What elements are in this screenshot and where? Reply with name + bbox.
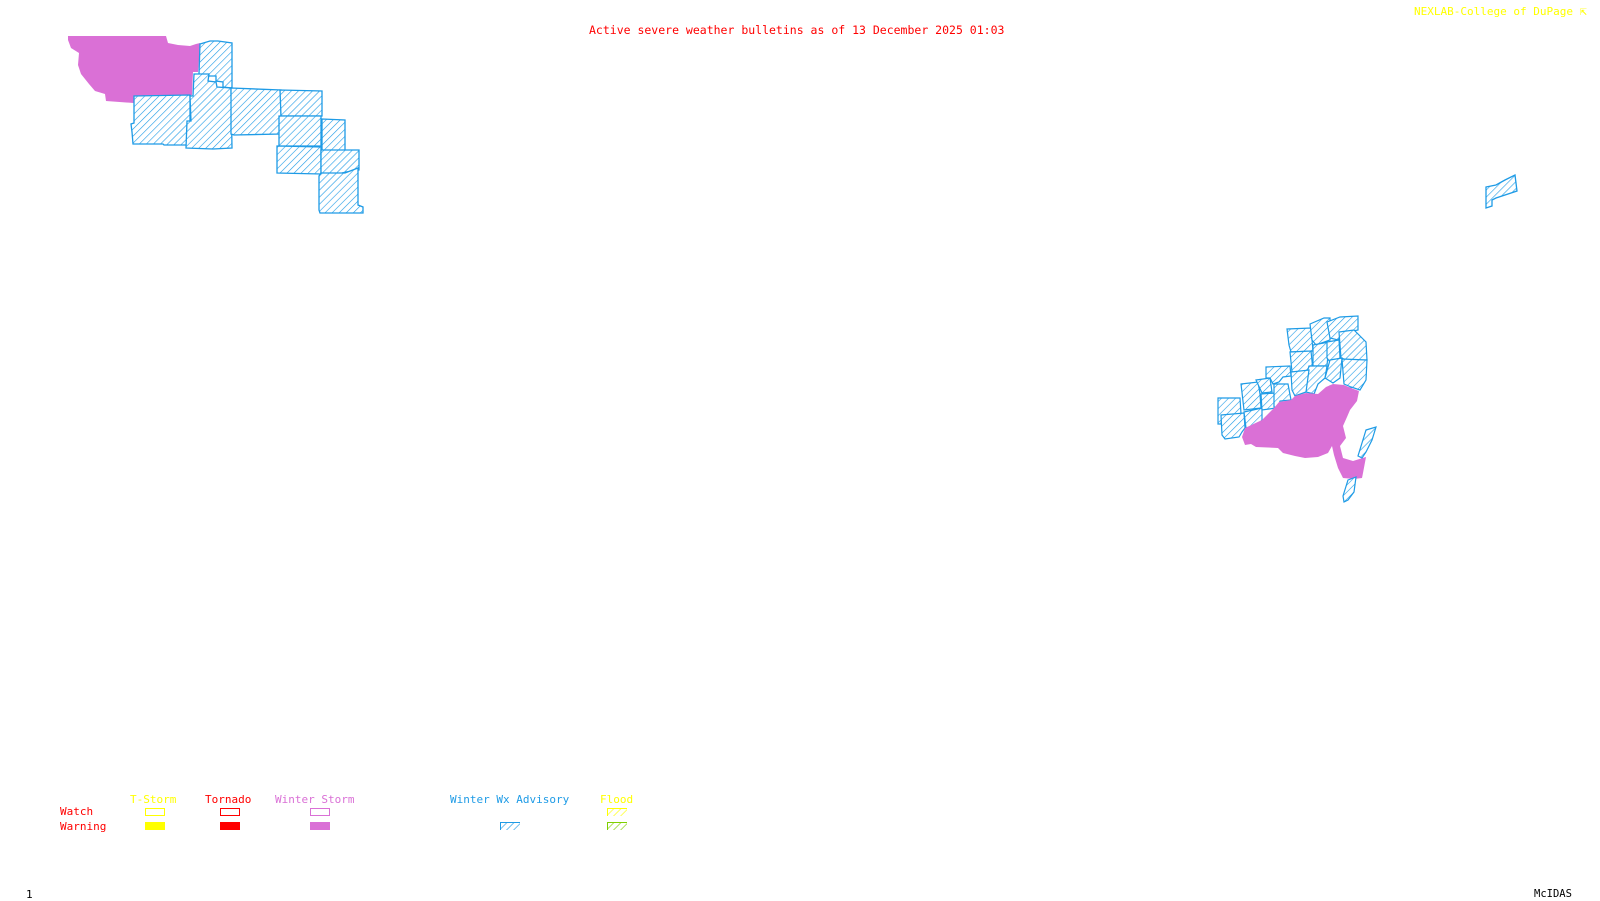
credit-text: NEXLAB-College of DuPage bbox=[1414, 5, 1573, 18]
legend-label-tstorm: T-Storm bbox=[130, 793, 177, 806]
legend-swatch-tstorm-watch bbox=[145, 808, 165, 816]
frame-number: 1 bbox=[26, 888, 33, 901]
cursor-arrow-icon: ⇱ bbox=[1579, 4, 1587, 18]
legend-row-watch: Watch bbox=[60, 805, 94, 818]
legend-swatch-tornado-watch bbox=[220, 808, 240, 816]
legend-label-winter-wx-advisory: Winter Wx Advisory bbox=[450, 793, 570, 806]
northeast-winter-wx-advisory bbox=[1217, 315, 1368, 440]
legend-swatch-flood-watch bbox=[607, 808, 627, 816]
legend-label-flood: Flood bbox=[600, 793, 634, 806]
legend-swatch-winter-storm-watch bbox=[310, 808, 330, 816]
map-title: Active severe weather bulletins as of 13… bbox=[589, 23, 1005, 37]
northeast-winter-storm-warning bbox=[1242, 384, 1366, 479]
legend-swatch-winter-storm-warning bbox=[310, 822, 330, 830]
legend-swatch-tornado-warning bbox=[220, 822, 240, 830]
legend-row-warning: Warning bbox=[60, 820, 107, 833]
northern-plains-winter-storm-warning bbox=[68, 36, 200, 106]
credit-label: NEXLAB-College of DuPage ⇱ bbox=[1414, 5, 1587, 18]
legend-swatch-winter-wx-advisory-warning bbox=[500, 822, 520, 830]
maine-winter-wx-advisory bbox=[1485, 174, 1518, 209]
brand-label: McIDAS bbox=[1534, 888, 1572, 900]
northeast-coastal-winter-wx-advisory bbox=[1342, 426, 1377, 503]
legend-swatch-tstorm-warning bbox=[145, 822, 165, 830]
legend-swatch-flood-warning bbox=[607, 822, 627, 830]
legend-label-tornado: Tornado bbox=[205, 793, 252, 806]
northern-plains-winter-wx-advisory bbox=[130, 40, 364, 214]
legend-label-winter-storm: Winter Storm bbox=[275, 793, 355, 806]
